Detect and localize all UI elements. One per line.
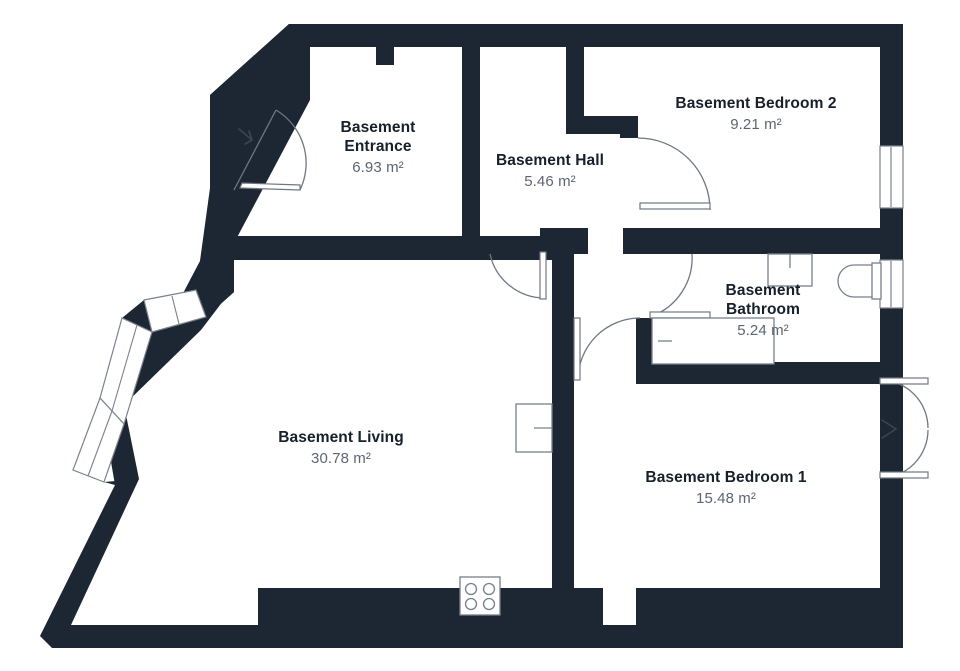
room-area-hall: 5.46 m² <box>524 173 576 191</box>
bathroom-sink <box>767 253 813 287</box>
doors-group <box>233 109 929 479</box>
hall-to-bedroom2-door <box>637 137 711 211</box>
east-wall-segment-bathroom <box>880 308 903 378</box>
room-label-bathroom: Basement Bathroom 5.24 m² <box>726 281 801 341</box>
room-name-bedroom2: Basement Bedroom 2 <box>675 95 837 112</box>
room-name-bedroom1: Basement Bedroom 1 <box>645 469 807 486</box>
room-label-hall: Basement Hall 5.46 m² <box>496 151 604 192</box>
bay-corner-wedge-top <box>196 290 234 317</box>
hall-to-living-door <box>489 251 547 300</box>
room-label-bedroom2: Basement Bedroom 2 9.21 m² <box>675 94 836 135</box>
bathroom-toilet <box>837 262 882 300</box>
room-area-bedroom2: 9.21 m² <box>730 116 782 134</box>
room-area-bedroom1: 15.48 m² <box>696 490 756 508</box>
double-door-arrow <box>881 419 898 439</box>
wall-structure <box>40 24 903 648</box>
bedroom2-bathroom-divider-wall <box>623 228 880 254</box>
hall-bedroom2-divider-jog <box>566 116 634 134</box>
living-sink <box>515 403 553 453</box>
room-area-entrance: 6.93 m² <box>352 159 404 177</box>
hall-to-bathroom-door <box>649 253 711 319</box>
east-wall-segment-between-windows <box>880 208 903 260</box>
room-label-living: Basement Living 30.78 m² <box>278 428 404 469</box>
east-wall-segment-upper <box>880 24 903 146</box>
east-wall-segment-lower <box>880 478 903 648</box>
hall-bedroom2-divider-upper <box>566 47 584 123</box>
room-label-bedroom1: Basement Bedroom 1 15.48 m² <box>645 468 806 509</box>
entrance-living-divider-wall <box>210 236 570 260</box>
bathroom-east-window <box>879 259 904 309</box>
bathroom-left-wall <box>636 318 652 384</box>
bathroom-bottom-wall <box>636 362 882 384</box>
entrance-diagonal-wall <box>210 24 310 190</box>
living-bedroom1-spine-wall <box>552 236 574 626</box>
bay-window-group <box>72 289 234 485</box>
bay-corner-wedge-middle <box>122 300 152 332</box>
bottom-wall-thick-segment <box>258 588 603 626</box>
bay-window-upper <box>143 289 207 333</box>
room-area-bathroom: 5.24 m² <box>737 322 789 340</box>
room-name-bathroom: Basement Bathroom <box>725 282 801 319</box>
bedroom1-exterior-double-door <box>879 377 929 479</box>
room-name-living: Basement Living <box>278 429 404 446</box>
bedroom1-interior-door <box>573 317 641 381</box>
living-cooktop <box>459 576 501 616</box>
exterior-wall-outline <box>40 24 903 648</box>
fixtures-group <box>459 253 882 616</box>
entry-direction-arrow <box>238 128 254 145</box>
bedroom2-east-window <box>879 145 904 209</box>
room-name-hall: Basement Hall <box>495 152 605 169</box>
east-windows-group <box>879 145 904 309</box>
room-label-entrance: Basement Entrance 6.93 m² <box>341 118 416 178</box>
room-area-living: 30.78 m² <box>311 450 371 468</box>
entrance-hall-divider-wall <box>462 47 480 247</box>
entrance-exterior-door <box>233 109 307 191</box>
bay-corner-wedge-bottom <box>104 479 139 485</box>
bathroom-bathtub <box>651 317 775 365</box>
bay-window-lower <box>72 396 125 483</box>
room-name-entrance: Basement Entrance <box>340 119 416 156</box>
top-wall-nub <box>376 47 394 65</box>
bottom-wall-thick-segment-bedroom1 <box>636 588 882 626</box>
hall-bedroom2-divider-lower <box>620 116 638 138</box>
